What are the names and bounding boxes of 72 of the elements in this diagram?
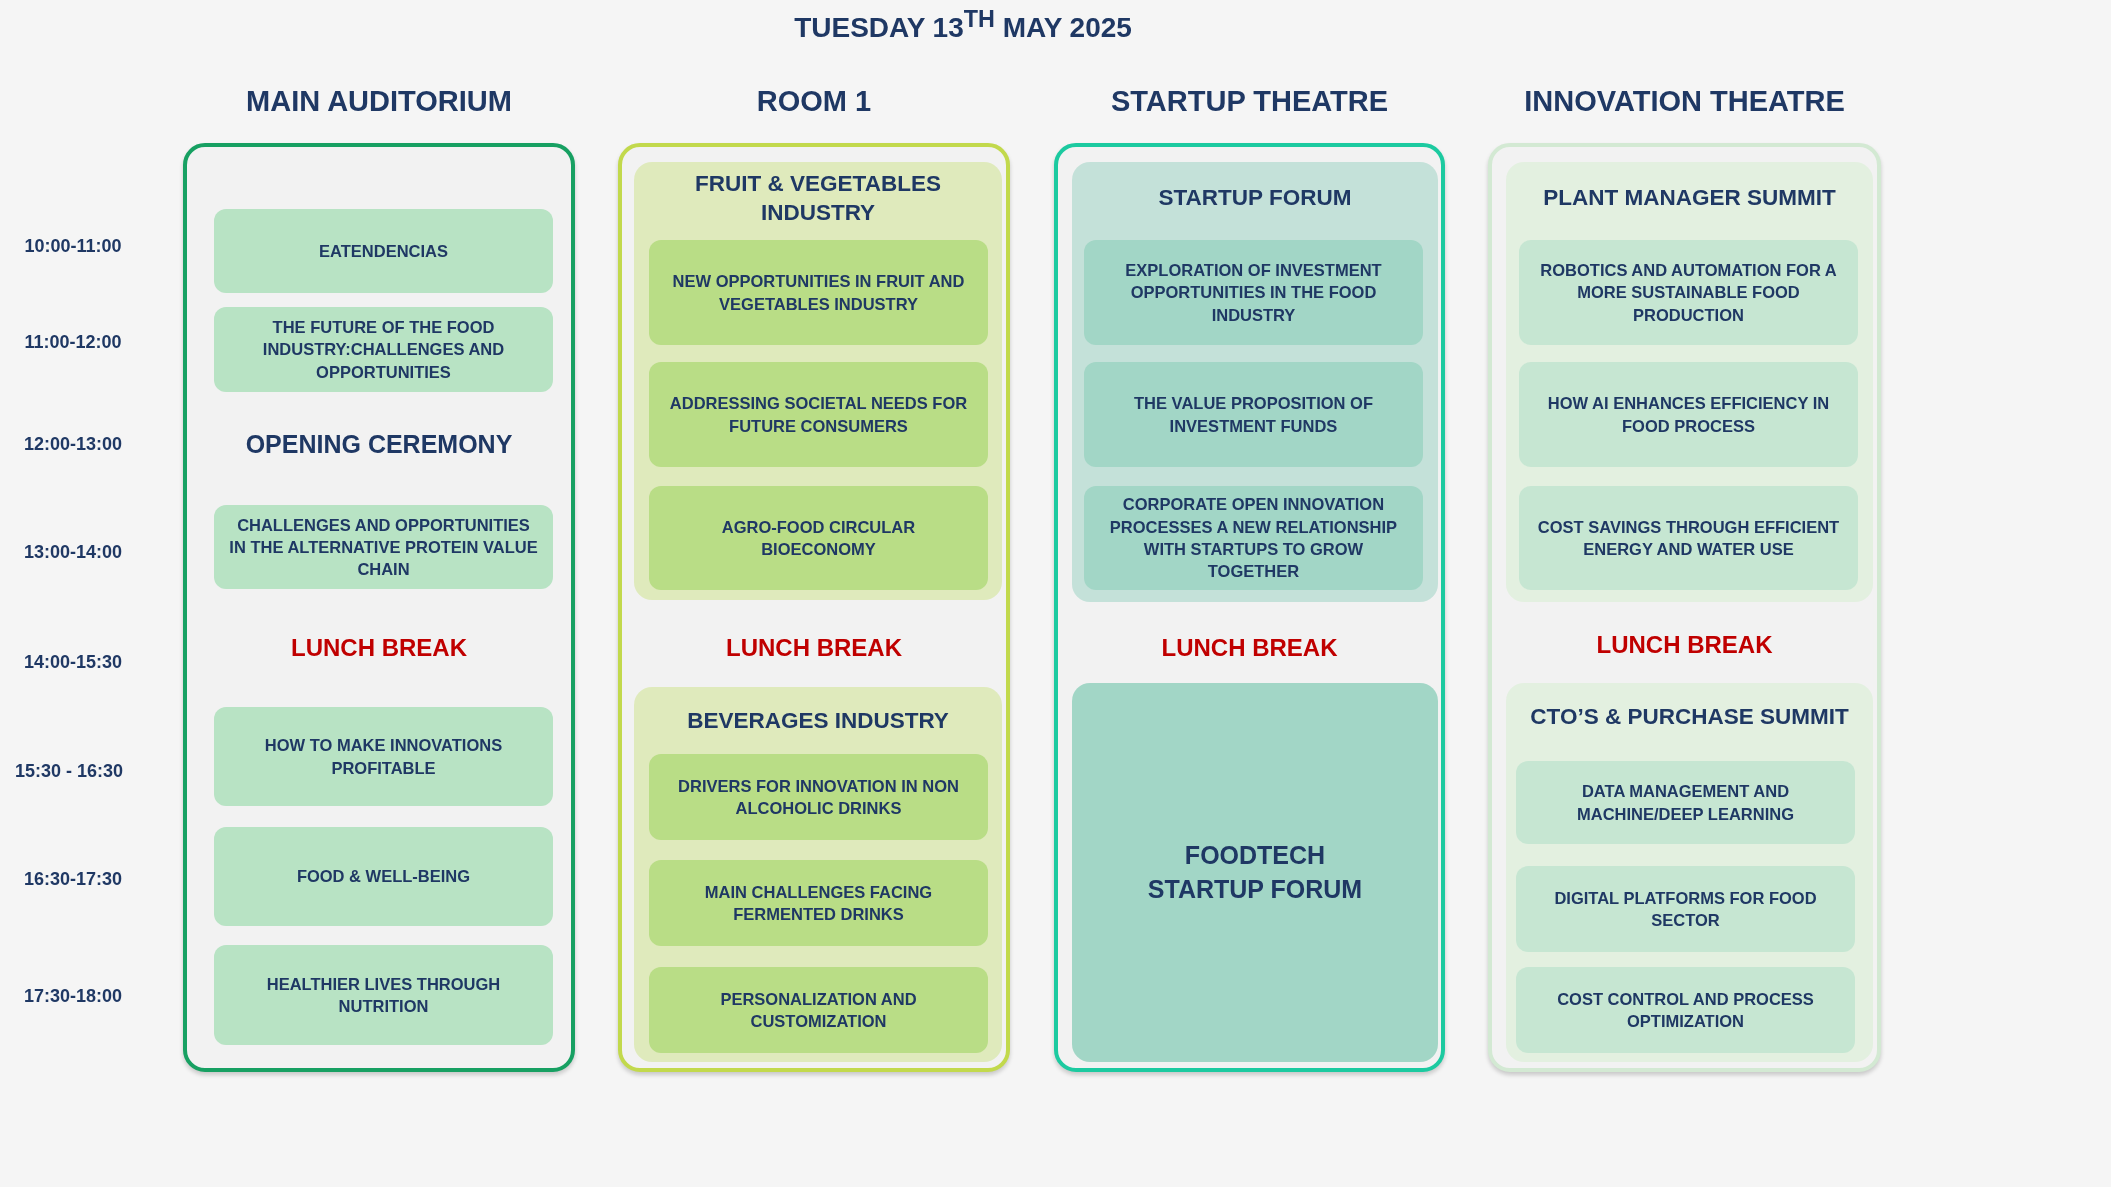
session-title: AGRO-FOOD CIRCULAR BIOECONOMY xyxy=(720,516,917,560)
session-title: COST SAVINGS THROUGH EFFICIENT ENERGY AND WATER USE xyxy=(1536,516,1841,560)
session-box xyxy=(649,486,988,590)
session-heading: OPENING CEREMONY xyxy=(244,429,514,459)
session-title: EATENDENCIAS xyxy=(319,240,448,262)
session-title: CHALLENGES AND OPPORTUNITIES IN THE ALTERNATIVE PROTEIN VALUE CHAIN xyxy=(228,514,539,581)
session-box xyxy=(1084,240,1423,345)
session-title: HOW AI ENHANCES EFFICIENCY IN FOOD PROCESS xyxy=(1546,393,1831,437)
session-box xyxy=(1519,486,1858,590)
session-box xyxy=(649,967,988,1053)
session-title: ADDRESSING SOCIETAL NEEDS FOR FUTURE CONSUMERS xyxy=(668,393,969,437)
session-title: COST CONTROL AND PROCESS OPTIMIZATION xyxy=(1556,988,1815,1032)
track-panel xyxy=(1506,683,1873,1062)
lunch-break-label: LUNCH BREAK xyxy=(290,634,468,662)
session-box xyxy=(214,945,553,1045)
time-slot-label: 10:00-11:00 xyxy=(24,235,122,257)
room-heading: INNOVATION THEATRE xyxy=(1523,84,1846,118)
time-slot-label: 11:00-12:00 xyxy=(24,331,122,353)
session-title: DIGITAL PLATFORMS FOR FOOD SECTOR xyxy=(1553,887,1818,931)
room-heading: MAIN AUDITORIUM xyxy=(245,84,513,118)
session-title: EXPLORATION OF INVESTMENT OPPORTUNITIES IN THE FOOD INDUSTRY xyxy=(1124,260,1383,326)
session-title: HEALTHIER LIVES THROUGH NUTRITION xyxy=(265,973,502,1017)
time-slot-label: 17:30-18:00 xyxy=(23,985,123,1007)
session-title: HOW TO MAKE INNOVATIONS PROFITABLE xyxy=(263,735,504,779)
track-panel xyxy=(634,687,1002,1062)
session-title: THE VALUE PROPOSITION OF INVESTMENT FUNDS xyxy=(1133,393,1374,437)
track-heading: FRUIT & VEGETABLES INDUSTRY xyxy=(694,169,942,227)
session-box xyxy=(649,754,988,840)
session-title: PERSONALIZATION AND CUSTOMIZATION xyxy=(719,988,918,1032)
track-heading: PLANT MANAGER SUMMIT xyxy=(1542,184,1837,213)
session-box xyxy=(1084,486,1423,590)
room-heading: STARTUP THEATRE xyxy=(1109,84,1390,118)
time-slot-label: 16:30-17:30 xyxy=(23,868,123,890)
session-box xyxy=(214,307,553,392)
session-title: THE FUTURE OF THE FOOD INDUSTRY:CHALLENGES AND OPPORTUNITIES xyxy=(261,317,506,383)
track-panel xyxy=(1506,162,1873,602)
session-box xyxy=(1519,362,1858,467)
session-box xyxy=(649,240,988,345)
lunch-break-label: LUNCH BREAK xyxy=(1160,634,1339,662)
session-box xyxy=(214,707,553,806)
session-box xyxy=(1516,967,1855,1053)
track-heading: CTO’S & PURCHASE SUMMIT xyxy=(1529,703,1850,732)
session-box xyxy=(214,505,553,589)
session-box xyxy=(1072,683,1438,1062)
session-box xyxy=(649,860,988,946)
session-box xyxy=(1516,761,1855,844)
track-panel xyxy=(634,162,1002,600)
session-title: FOODTECH STARTUP FORUM xyxy=(1146,839,1364,905)
session-title: DATA MANAGEMENT AND MACHINE/DEEP LEARNING xyxy=(1576,781,1795,825)
session-title: DRIVERS FOR INNOVATION IN NON ALCOHOLIC DRINKS xyxy=(677,775,960,819)
lunch-break-label: LUNCH BREAK xyxy=(725,634,903,662)
session-title: ROBOTICS AND AUTOMATION FOR A MORE SUSTAINABLE FOOD PRODUCTION xyxy=(1539,260,1838,326)
session-title: CORPORATE OPEN INNOVATION PROCESSES A NEW RELATIONSHIP WITH STARTUPS TO GROW TOGETHER xyxy=(1108,494,1399,583)
session-box xyxy=(214,827,553,926)
track-heading: STARTUP FORUM xyxy=(1157,184,1353,213)
track-panel xyxy=(1072,162,1438,602)
session-title: NEW OPPORTUNITIES IN FRUIT AND VEGETABLES INDUSTRY xyxy=(671,271,966,315)
room-heading: ROOM 1 xyxy=(755,84,873,118)
session-box xyxy=(1519,240,1858,345)
page-title: TUESDAY 13$^{TH}$ MAY 2025 xyxy=(794,5,1132,45)
time-slot-label: 13:00-14:00 xyxy=(23,541,123,563)
session-title: MAIN CHALLENGES FACING FERMENTED DRINKS xyxy=(703,881,934,925)
session-box xyxy=(214,209,553,293)
lunch-break-label: LUNCH BREAK xyxy=(1595,631,1774,659)
session-title: FOOD & WELL-BEING xyxy=(296,866,471,888)
session-box xyxy=(1084,362,1423,467)
time-slot-label: 14:00-15:30 xyxy=(23,651,123,673)
time-slot-label: 12:00-13:00 xyxy=(23,433,123,455)
session-box xyxy=(649,362,988,467)
session-box xyxy=(1516,866,1855,952)
track-heading: BEVERAGES INDUSTRY xyxy=(686,707,950,736)
time-slot-label: 15:30 - 16:30 xyxy=(14,760,124,782)
